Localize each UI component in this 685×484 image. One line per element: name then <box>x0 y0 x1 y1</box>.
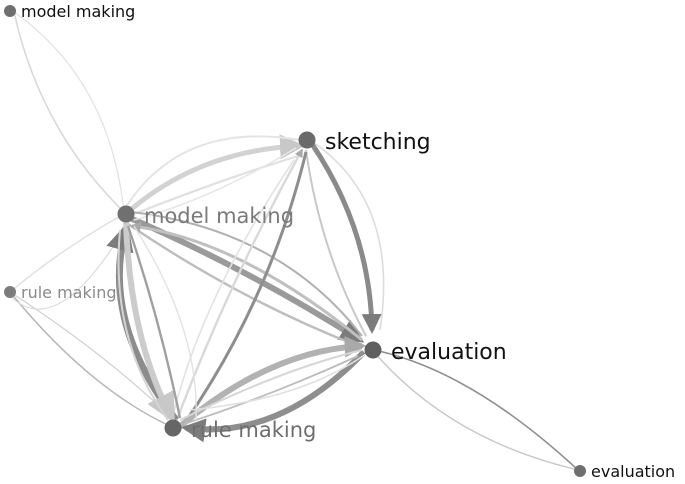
edge <box>131 211 363 337</box>
node-rule-making-outer[interactable] <box>4 286 16 298</box>
edge <box>174 148 304 423</box>
edge <box>126 225 182 419</box>
labels: model making model making sketching rule… <box>21 2 675 481</box>
edge <box>182 151 308 425</box>
edge <box>123 135 301 211</box>
edges-outer-rule-making <box>9 213 175 429</box>
edge <box>309 139 385 331</box>
nodes <box>4 5 586 477</box>
edge <box>126 134 305 214</box>
edge <box>373 349 579 471</box>
node-rule-making[interactable] <box>164 419 182 437</box>
edge <box>9 213 125 293</box>
node-label-rule-making: rule making <box>191 418 316 442</box>
edge <box>309 142 382 334</box>
edge <box>13 11 125 213</box>
edge <box>183 355 359 425</box>
node-evaluation-outer[interactable] <box>574 465 586 477</box>
node-label-evaluation-outer: evaluation <box>591 462 675 481</box>
edge <box>9 235 121 310</box>
edge <box>181 349 367 443</box>
edge <box>123 221 175 424</box>
edge <box>133 147 297 221</box>
node-evaluation[interactable] <box>364 341 382 359</box>
edges-outer-model-making <box>13 11 125 213</box>
edges-cluster <box>106 134 385 443</box>
edge <box>133 225 197 421</box>
edge <box>373 351 579 471</box>
edge <box>133 154 299 216</box>
node-model-making[interactable] <box>117 205 135 223</box>
edge <box>189 353 367 411</box>
node-sketching[interactable] <box>298 131 316 149</box>
node-label-model-making: model making <box>144 204 294 228</box>
edge <box>13 11 125 213</box>
node-label-sketching: sketching <box>325 130 431 155</box>
edge <box>127 223 359 348</box>
edge <box>305 149 367 337</box>
node-label-rule-making-outer: rule making <box>21 283 117 302</box>
node-label-model-making-outer: model making <box>21 2 135 21</box>
edge <box>179 349 363 421</box>
node-model-making-outer[interactable] <box>4 5 16 17</box>
node-label-evaluation: evaluation <box>391 340 507 365</box>
edge <box>171 159 295 421</box>
edges-outer-evaluation <box>373 349 579 471</box>
edge <box>117 229 169 421</box>
